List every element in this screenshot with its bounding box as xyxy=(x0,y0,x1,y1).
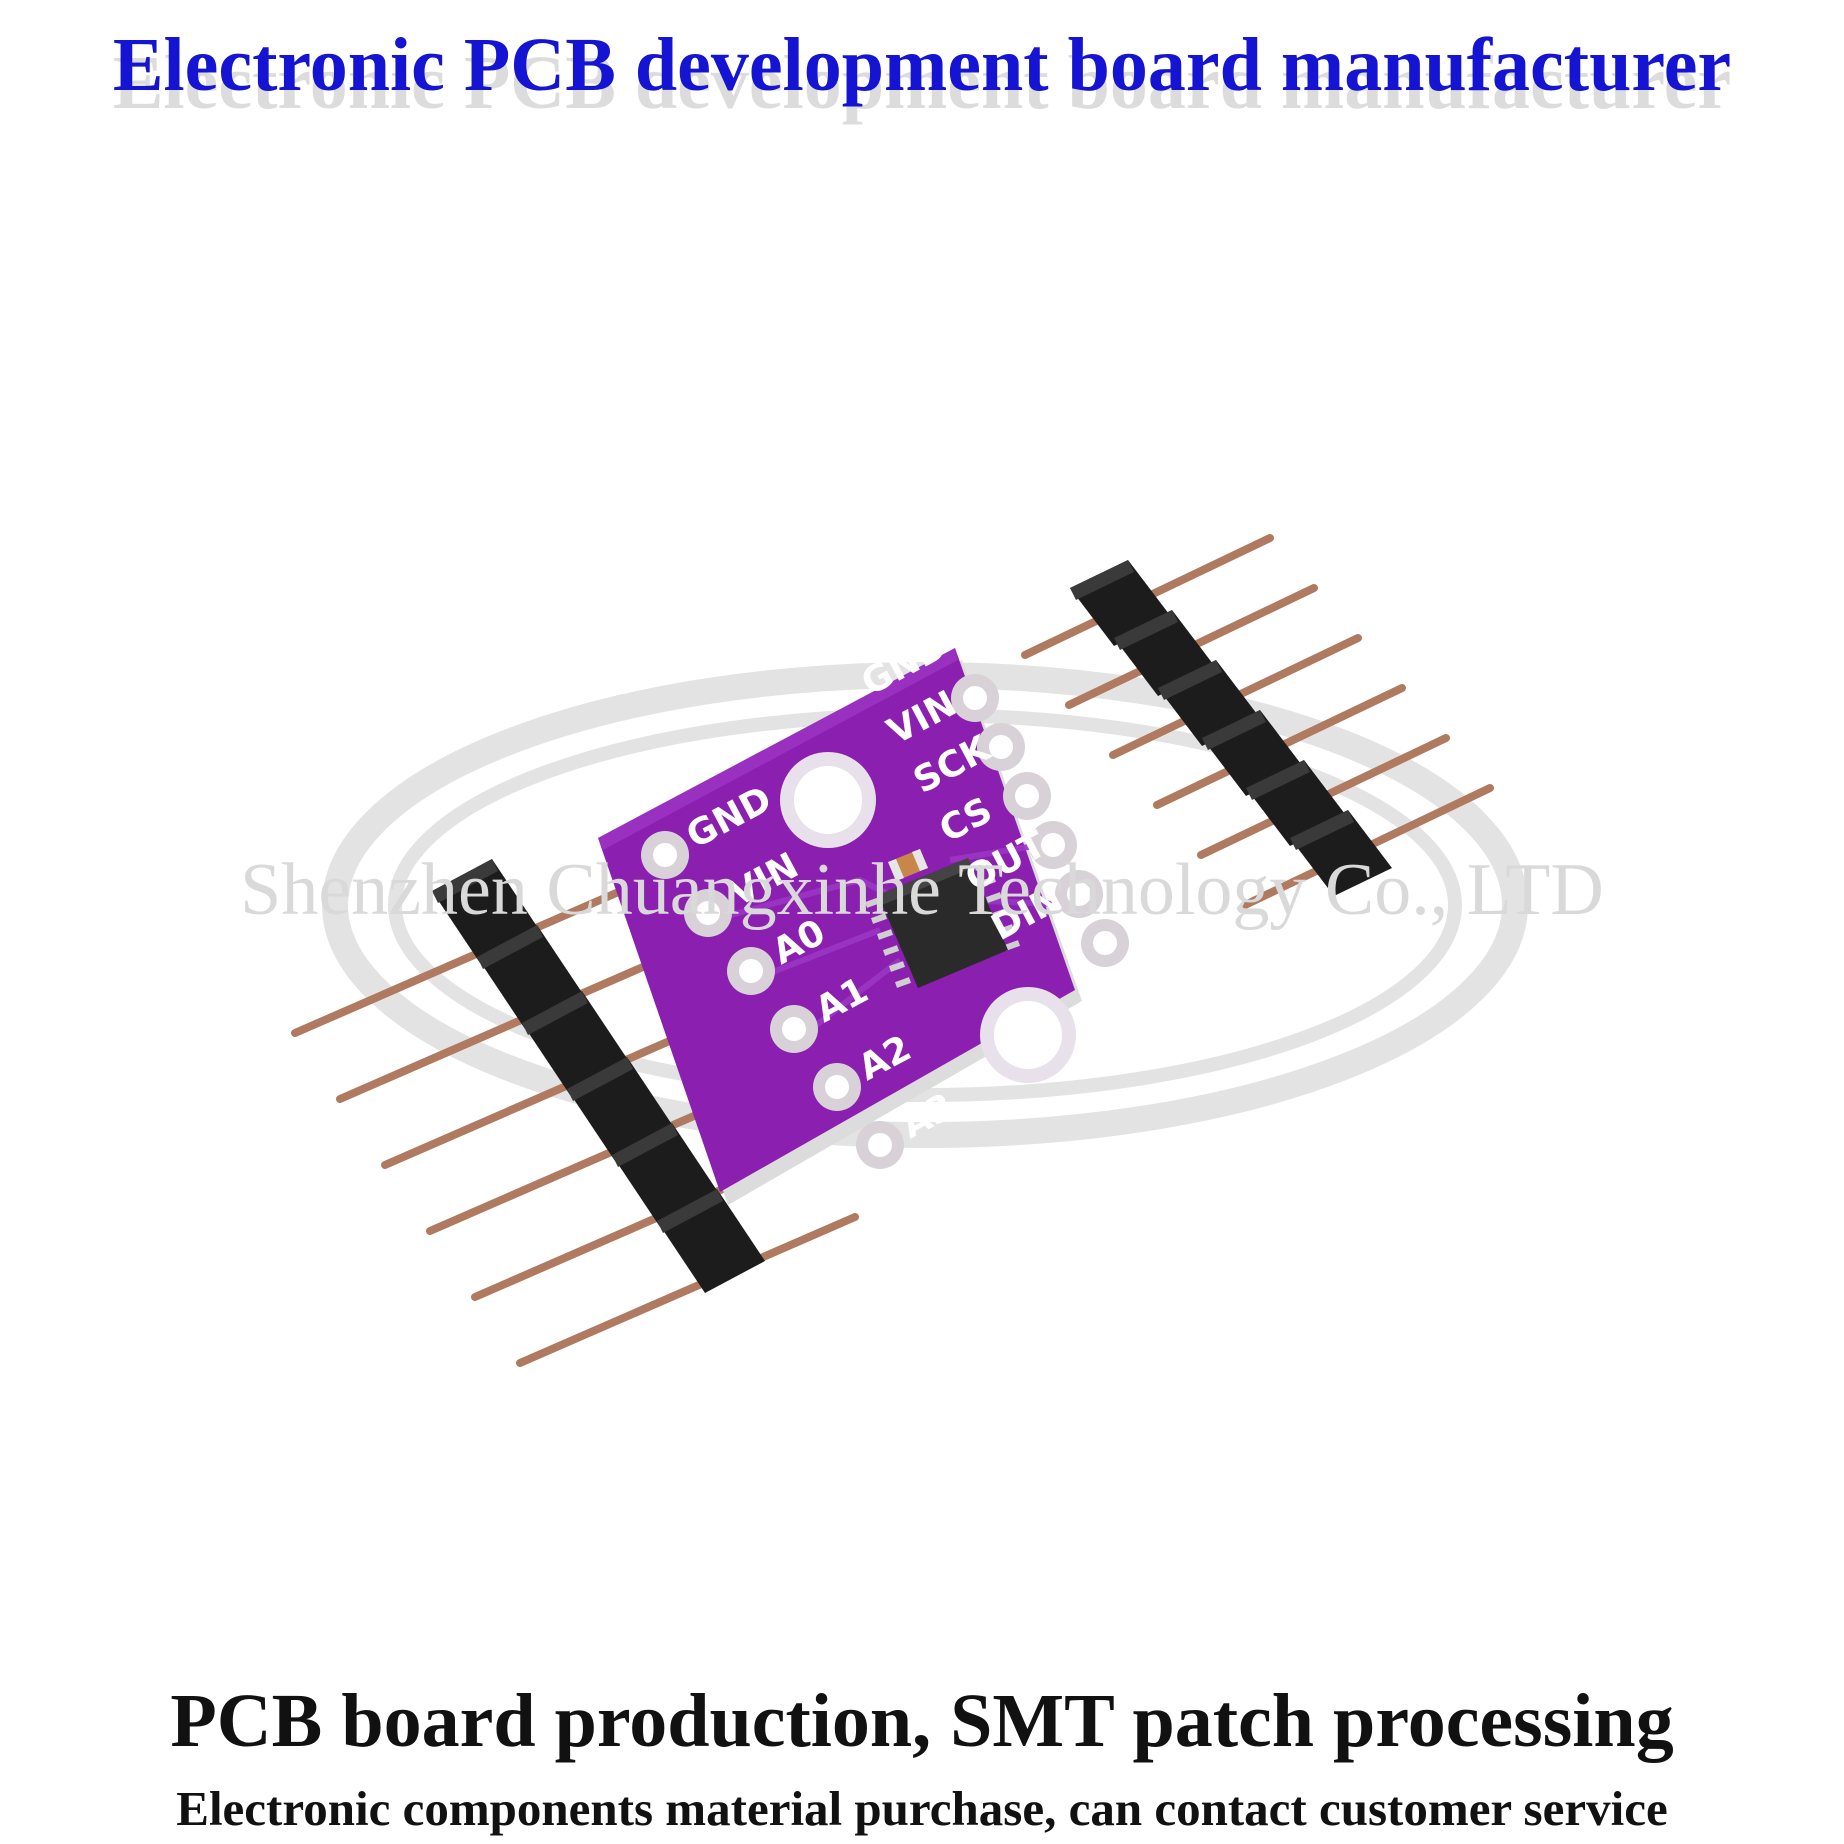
solder-pad xyxy=(1055,870,1103,918)
header-title-shadow: Electronic PCB development board manufac… xyxy=(112,41,1732,125)
solder-pad xyxy=(684,889,732,937)
solder-pad xyxy=(977,723,1025,771)
solder-pad xyxy=(951,674,999,722)
footer-subtitle: Electronic components material purchase,… xyxy=(176,1781,1668,1836)
watermark-company: Shenzhen Chuangxinhe Technology Co., LTD xyxy=(240,849,1604,931)
capacitor xyxy=(888,849,928,881)
ic-chip xyxy=(864,858,1021,988)
solder-pad xyxy=(856,1121,904,1169)
mounting-hole xyxy=(780,752,876,848)
solder-pad xyxy=(641,831,689,879)
solder-pad xyxy=(1003,772,1051,820)
solder-pad xyxy=(813,1063,861,1111)
right-pin-header xyxy=(1021,534,1494,909)
solder-pad xyxy=(727,947,775,995)
solder-pad xyxy=(1029,821,1077,869)
header-title: Electronic PCB development board manufac… xyxy=(112,23,1732,107)
solder-pad xyxy=(770,1005,818,1053)
mounting-hole xyxy=(980,987,1076,1083)
footer-title: PCB board production, SMT patch processi… xyxy=(170,1679,1674,1763)
solder-pad xyxy=(1081,919,1129,967)
